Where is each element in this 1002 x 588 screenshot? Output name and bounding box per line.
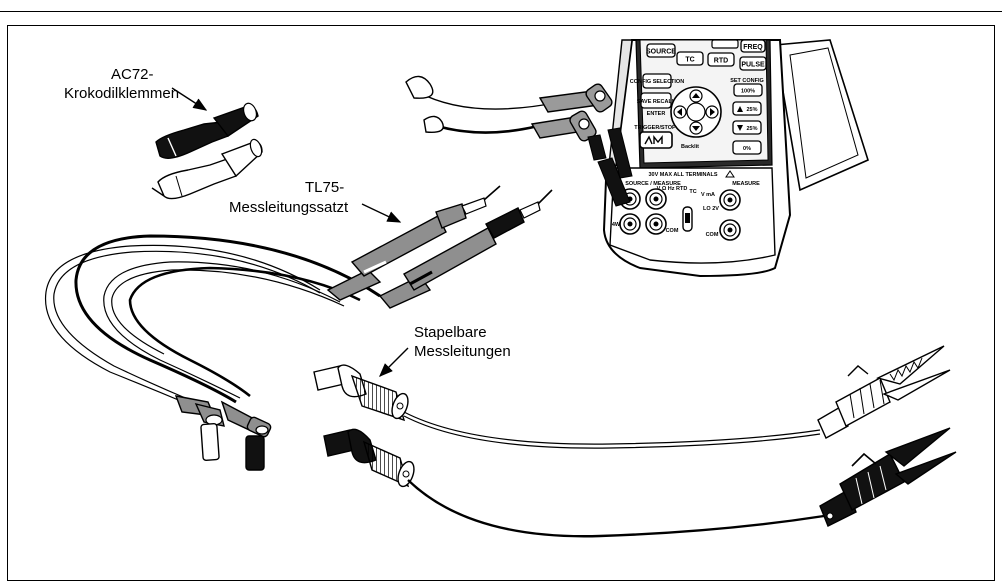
ac72-label-line1: AC72- bbox=[111, 66, 154, 83]
tl75-pointer-arrow bbox=[361, 203, 402, 223]
left-arrow-icon bbox=[677, 108, 682, 116]
four-wire-label: 4W bbox=[612, 222, 621, 228]
triangle-up-icon bbox=[737, 106, 743, 112]
stackable-label-line1: Stapelbare bbox=[414, 324, 487, 341]
config-key-label: CONFIG SELECTION bbox=[630, 79, 684, 85]
ac72-clip-set bbox=[151, 102, 263, 200]
stackable-pointer-arrow bbox=[379, 347, 409, 377]
right-arrow-icon bbox=[710, 108, 715, 116]
pulse-key bbox=[739, 56, 767, 71]
source-key-label: SOURCE bbox=[646, 49, 676, 56]
stackable-test-leads bbox=[313, 345, 957, 538]
tl75-label-line2: Messleitungssatzt bbox=[229, 199, 349, 216]
freq-key-label: FREQ bbox=[743, 44, 763, 51]
input-jacks bbox=[619, 188, 741, 241]
inserted-test-leads bbox=[405, 75, 633, 207]
rtd-key bbox=[707, 52, 735, 67]
tc-terminal-label: TC bbox=[689, 189, 696, 195]
measure-label: MEASURE bbox=[732, 181, 760, 187]
freq-key bbox=[740, 39, 766, 53]
source-key bbox=[646, 43, 676, 58]
backlight-label: Backlit bbox=[681, 144, 699, 150]
percent100-label: 100% bbox=[741, 89, 755, 95]
v-ohm-rtd-label: V Ω Hz RTD bbox=[657, 186, 688, 192]
config-key bbox=[642, 73, 672, 89]
header-rule bbox=[0, 11, 1002, 12]
range-label: LO 2V bbox=[703, 206, 719, 212]
save-recall-key-label: SAVE RECALL bbox=[637, 99, 676, 105]
up-arrow-icon bbox=[692, 93, 700, 98]
tc-key bbox=[676, 51, 704, 66]
enter-label: ENTER bbox=[647, 111, 666, 117]
percent0-key bbox=[732, 140, 762, 155]
v-ma-label: V mA bbox=[701, 192, 715, 198]
pulse-key-label: PULSE bbox=[741, 62, 765, 69]
terminals-warning-label: 30V MAX ALL TERMINALS bbox=[648, 172, 717, 178]
warning-icon bbox=[725, 170, 735, 178]
ac72-label-line2: Krokodilklemmen bbox=[64, 85, 179, 102]
up25-label: 25% bbox=[746, 107, 757, 113]
trigger-label: TRIGGER/STOP bbox=[634, 125, 676, 131]
rtd-key-label: RTD bbox=[714, 58, 728, 65]
save-recall-key bbox=[640, 92, 672, 109]
ac72-pointer-arrow bbox=[171, 87, 208, 111]
tl75-label-line1: TL75- bbox=[305, 179, 344, 196]
calibrator-device: SOURCE FREQ TC RTD PULSE CONFIG SELECTIO… bbox=[602, 39, 869, 278]
com-label-right: COM bbox=[706, 232, 719, 238]
down25-label: 25% bbox=[746, 126, 757, 132]
source-measure-label: SOURCE / MEASURE bbox=[625, 181, 681, 187]
stackable-label-line2: Messleitungen bbox=[414, 343, 511, 360]
figure-frame bbox=[7, 25, 995, 581]
set-config-label: SET CONFIG bbox=[730, 78, 764, 84]
tl75-test-lead-set bbox=[44, 185, 553, 471]
percent100-key bbox=[733, 83, 763, 97]
triangle-down-icon bbox=[737, 125, 743, 131]
com-label-left: COM bbox=[666, 228, 679, 234]
percent0-label: 0% bbox=[743, 146, 751, 152]
tc-key-label: TC bbox=[685, 57, 694, 64]
down-arrow-icon bbox=[692, 126, 700, 131]
